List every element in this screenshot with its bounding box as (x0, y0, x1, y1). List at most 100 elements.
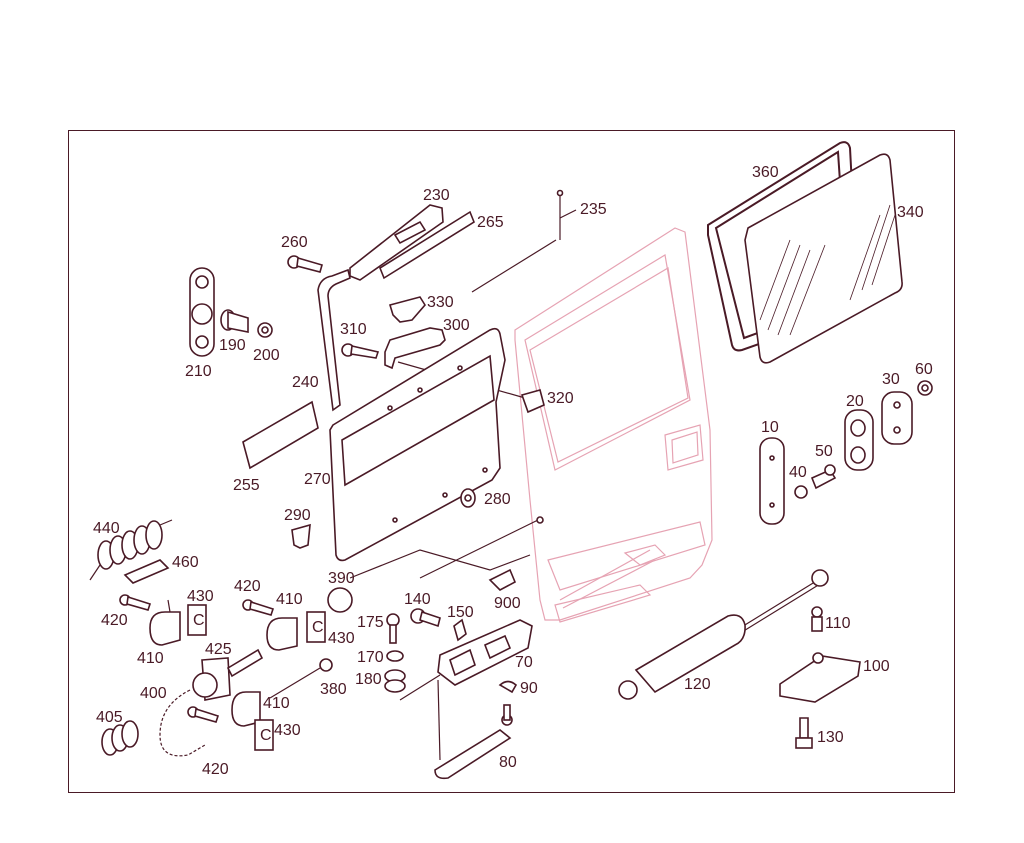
bracket-410c (231, 691, 261, 727)
bolt-140 (410, 608, 441, 628)
bolt-50 (810, 464, 837, 490)
cable-400 (159, 689, 206, 757)
label-90: 90 (520, 680, 538, 697)
lock-70 (437, 619, 533, 686)
label-290: 290 (284, 507, 311, 524)
pad-255 (242, 400, 319, 470)
bracket-410b (266, 617, 298, 651)
screw-260 (287, 255, 323, 273)
svg-text:C: C (260, 727, 272, 744)
label-310: 310 (340, 321, 367, 338)
spring-440 (89, 519, 173, 581)
label-80: 80 (499, 754, 517, 771)
label-230: 230 (423, 187, 450, 204)
label-420c: 420 (202, 761, 229, 778)
label-405: 405 (96, 709, 123, 726)
plate-425 (192, 648, 264, 701)
clip-290 (291, 523, 311, 549)
label-420a: 420 (234, 578, 261, 595)
label-30: 30 (882, 371, 900, 388)
latch-330 (388, 296, 426, 323)
label-260: 260 (281, 234, 308, 251)
label-130: 130 (817, 729, 844, 746)
strap-10 (759, 437, 785, 525)
label-340: 340 (897, 204, 924, 221)
label-240: 240 (292, 374, 319, 391)
clip-90 (498, 680, 518, 694)
label-40: 40 (789, 464, 807, 481)
leader-lines (349, 516, 544, 761)
screw-310 (341, 343, 380, 359)
washer-60 (917, 380, 933, 396)
bushing-20 (844, 409, 874, 471)
bolt-130 (795, 717, 813, 749)
label-900: 900 (494, 595, 521, 612)
lever-80 (434, 704, 513, 780)
label-235: 235 (580, 201, 607, 218)
bracket-410a (149, 599, 181, 646)
bracket-30 (881, 391, 913, 445)
svg-text:C: C (193, 612, 205, 629)
mounting-plate-100 (779, 652, 861, 703)
label-140: 140 (404, 591, 431, 608)
label-440: 440 (93, 520, 120, 537)
label-150: 150 (447, 604, 474, 621)
clip-430b: C (306, 611, 326, 643)
clip-320 (520, 389, 545, 414)
clip-150 (453, 618, 467, 642)
washer-200 (257, 322, 273, 338)
label-110: 110 (825, 615, 851, 632)
label-190: 190 (219, 337, 246, 354)
block-460 (123, 559, 170, 584)
glass-hatching (759, 204, 896, 336)
clip-430c: C (254, 719, 274, 751)
spring-405 (101, 720, 139, 756)
label-380: 380 (320, 681, 347, 698)
label-410b: 410 (137, 650, 164, 667)
clip-380 (269, 658, 333, 699)
label-210: 210 (185, 363, 212, 380)
strap-210 (189, 267, 215, 357)
washer-170 (386, 650, 404, 662)
label-425: 425 (205, 641, 232, 658)
label-265: 265 (477, 214, 504, 231)
label-430a: 430 (187, 588, 214, 605)
label-430c: 430 (274, 722, 301, 739)
label-410c: 410 (263, 695, 290, 712)
clip-430a: C (187, 604, 207, 636)
diagram-frame (68, 130, 955, 793)
label-120: 120 (684, 676, 711, 693)
washer-40 (794, 485, 808, 499)
label-420b: 420 (101, 612, 128, 629)
label-400: 400 (140, 685, 167, 702)
cap-390 (327, 587, 353, 613)
rod-235 (471, 189, 577, 293)
label-70: 70 (515, 654, 533, 671)
label-170: 170 (357, 649, 384, 666)
label-175: 175 (357, 614, 384, 631)
screw-420b (242, 599, 275, 616)
label-390: 390 (328, 570, 355, 587)
label-50: 50 (815, 443, 833, 460)
label-20: 20 (846, 393, 864, 410)
label-200: 200 (253, 347, 280, 364)
bolt-190 (220, 309, 249, 333)
rear-door-outline (514, 227, 713, 623)
label-300: 300 (443, 317, 470, 334)
part-labels: 230 235 265 260 360 340 330 310 300 190 … (93, 164, 933, 778)
label-180: 180 (355, 671, 382, 688)
ball-stud-110 (811, 606, 823, 632)
screw-420c (187, 706, 220, 723)
window-glass-340 (744, 153, 903, 364)
rod-240 (317, 268, 351, 412)
part-900 (488, 568, 517, 591)
clip-280 (460, 488, 476, 508)
label-270: 270 (304, 471, 331, 488)
trim-panel-270 (329, 327, 506, 562)
label-410a: 410 (276, 591, 303, 608)
label-430b: 430 (328, 630, 355, 647)
label-10: 10 (761, 419, 779, 436)
gas-strut-120 (618, 569, 829, 700)
label-60: 60 (915, 361, 933, 378)
